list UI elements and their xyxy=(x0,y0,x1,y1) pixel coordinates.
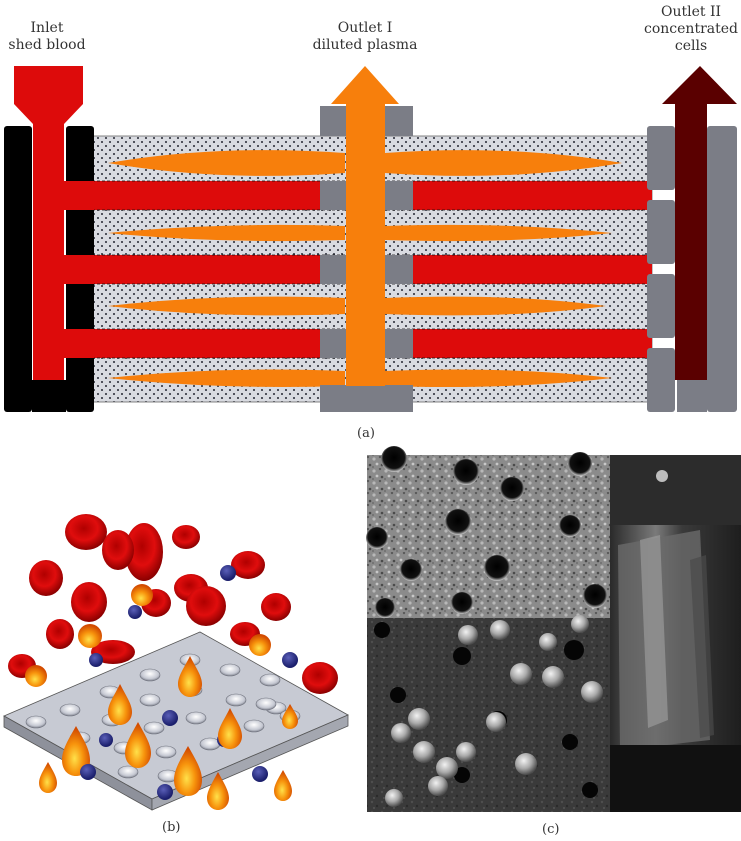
outlet2-frame xyxy=(647,126,737,412)
inlet-channel xyxy=(14,66,94,380)
white-blood-cells-on-membrane xyxy=(99,710,231,747)
outlet2-label: Outlet II concentrated cells xyxy=(641,4,741,55)
outlet1-arrow xyxy=(331,66,399,386)
outlet1-label-line1: Outlet I xyxy=(337,20,393,36)
sem-cross-section-detail xyxy=(610,455,741,812)
caption-c: (c) xyxy=(542,822,560,837)
outlet1-label: Outlet I diluted plasma xyxy=(295,20,435,54)
sem-membrane-pores-bottom xyxy=(374,622,598,798)
caption-b: (b) xyxy=(162,820,181,835)
inlet-label: Inlet shed blood xyxy=(0,20,94,54)
outlet2-label-line3: cells xyxy=(674,38,708,54)
white-blood-cells-back xyxy=(89,565,298,668)
plasma-droplets-back xyxy=(25,584,271,687)
outlet2-label-line1: Outlet II xyxy=(660,4,722,20)
sem-top-pores xyxy=(366,446,607,618)
inlet-label-line1: Inlet xyxy=(30,20,64,36)
outlet2-label-line2: concentrated xyxy=(644,21,738,37)
outlet2-channel xyxy=(662,66,737,380)
inlet-frame xyxy=(4,126,94,412)
caption-a: (a) xyxy=(357,426,375,441)
sem-top-view xyxy=(367,455,610,618)
inlet-label-line2: shed blood xyxy=(8,37,86,53)
plasma-droplets-below xyxy=(39,762,292,810)
porous-membrane xyxy=(3,631,349,811)
membrane-pores xyxy=(25,653,301,783)
sem-cells-view xyxy=(367,618,610,812)
plasma-droplets-through xyxy=(62,656,298,796)
outlet1-connectors xyxy=(320,106,413,412)
plasma-streams xyxy=(108,150,622,387)
panel-a-diagram xyxy=(4,66,737,412)
outlet1-label-line2: diluted plasma xyxy=(312,37,418,53)
sem-blood-cells xyxy=(385,615,603,807)
white-blood-cells-below xyxy=(80,764,268,800)
sem-cross-section xyxy=(610,455,741,812)
red-blood-cells-back xyxy=(8,514,338,694)
